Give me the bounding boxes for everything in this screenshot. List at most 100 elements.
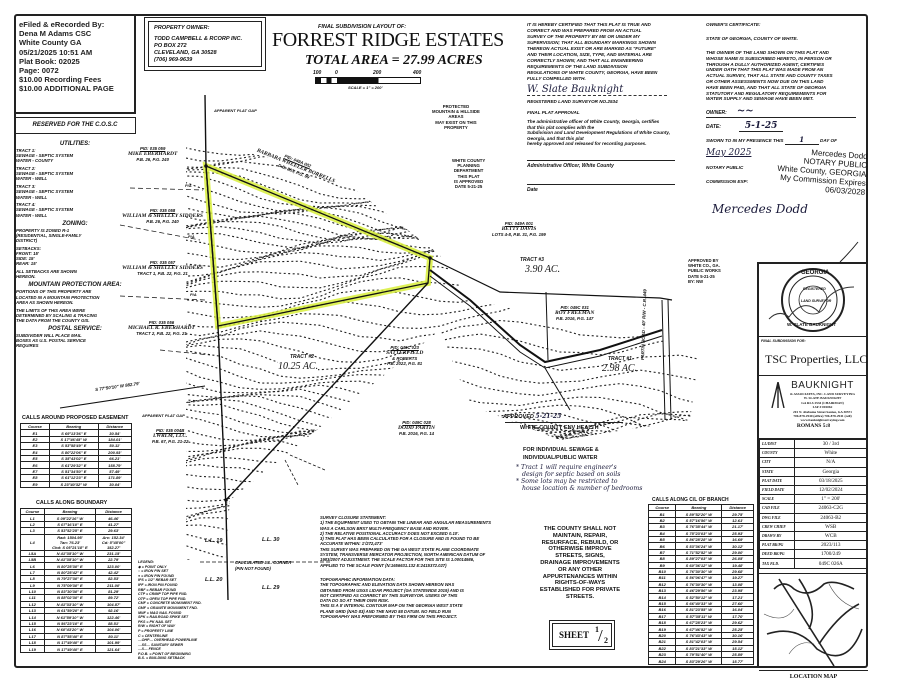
notary-signature: Mercedes Dodd (712, 202, 808, 216)
info-label: CITY (759, 457, 795, 468)
table-cell: 30.54' (97, 429, 133, 437)
survey-note-line: ACCURATE WITHIN: 1'/272,473' (320, 541, 383, 547)
survey-note-line: 3) THIS PLAT HAS BEEN CALCULATED FOR A C… (320, 536, 480, 542)
survey-note-line: 1983/2007 ADJUSTMENT. THE SCALE FACTOR F… (320, 557, 475, 563)
signature-stroke (839, 241, 859, 263)
table-cell: 121.64' (95, 645, 132, 653)
note-line: REAR: 15' (16, 261, 37, 267)
map-label-line: P.B. 2016, P.G. 14 (399, 431, 434, 437)
table-cell: S 53°52'25" E (43, 527, 97, 535)
client-box: FINAL SUBDIVISION FOR: TSC Properties, L… (759, 337, 868, 376)
note-line: TRACT 4: (16, 202, 36, 208)
note-line: TRACT 3: (16, 184, 36, 190)
table-cell-line: Cd: 5°48'00" (101, 539, 126, 545)
note-line: DISTRICT) (16, 238, 38, 244)
table-cell: E4 (20, 448, 50, 456)
legend-item: PKS = PK NAIL SET (138, 619, 172, 624)
survey-note-line: THE TOPOGRAPHIC AND ELEVATION DATA SHOWN… (320, 582, 455, 588)
scale-label: SCALE = 1" = 200' (348, 85, 383, 90)
note-line: (RESIDENTIAL, SINGLE-FAMILY (16, 232, 82, 238)
surveyor-seal-icon (768, 268, 855, 332)
note-line: DETERMINED BY SCALING & TRACING (16, 312, 98, 318)
tract2-label: TRACT #2 (290, 354, 314, 360)
contour-line (186, 221, 700, 244)
survey-note-line: 1) THE EQUIPMENT USED TO OBTAIN THE LINE… (320, 520, 491, 526)
recording-line: White County GA (19, 38, 82, 48)
cert-line: THEREON ACTUAL EXIST OR ARE MARKED AS "F… (527, 46, 657, 51)
info-label: PLAT BK/PG (759, 540, 795, 551)
county-line: APPURTENANCES WITHIN (542, 573, 618, 580)
info-value: 12/02/2024 (793, 484, 869, 496)
commission-label: COMMISSION EXP: (706, 179, 749, 184)
cert-line: FULLY COMPELLED WITH. (527, 76, 586, 81)
contour-line (186, 211, 700, 253)
table-cell-line: Arc: 152.34' (102, 534, 125, 540)
map-label-line: PID: 035 004B (155, 428, 185, 433)
note-heading: MOUNTAIN PROTECTION AREA: (28, 282, 122, 289)
corner-pointer (284, 454, 326, 486)
table-cell: B24 (647, 657, 677, 665)
map-label-line: MICHAEL R. EBERHARDT (128, 325, 195, 332)
corner-pin-icon (224, 498, 228, 502)
contour-line (186, 349, 700, 405)
recording-line: $10.00 ADDITIONAL PAGE (19, 84, 114, 94)
table-cell-line: Chd: S 05°21'18" E (52, 544, 88, 550)
contour-line (186, 430, 700, 491)
map-label-line: ROY FREEMAN (555, 310, 595, 317)
easement-table-title: CALLS AROUND PROPOSED EASEMENT (22, 415, 129, 421)
county-line: STREETS. (565, 593, 595, 600)
cert-line: CORRECTLY SHOWN; AND THAT ALL ENGINEERIN… (527, 58, 644, 63)
scale-bar: 100 0 200 400 SCALE = 1" = 200' (313, 70, 423, 94)
map-label-line: AREAS (448, 114, 464, 120)
info-value: White (793, 448, 869, 459)
contour-line (186, 201, 700, 261)
table-cell: 171.89' (97, 474, 133, 482)
county-line: ESTABLISHED FOR PRIVATE (539, 587, 621, 594)
map-label-line: PROPERTY (444, 124, 468, 130)
contour-line (186, 421, 700, 483)
location-map-graphic (763, 578, 863, 667)
info-value: 049C 026A (793, 558, 869, 569)
table-cell: E1 (20, 429, 50, 437)
info-value: WCB (793, 530, 869, 542)
plat-gap-arrows (119, 187, 211, 356)
note-line: TRACT 2: (16, 166, 36, 172)
land-lot-19: L.L. 19 (205, 538, 223, 544)
note-line: ALL SETBACKS ARE SHOWN (16, 269, 77, 275)
table-cell: E8 (20, 474, 50, 482)
plat-border (14, 14, 868, 668)
note-heading: POSTAL SERVICE: (48, 326, 102, 333)
final-approval-text: The administrative officer of White Coun… (527, 119, 670, 147)
boundary-table-title: CALLS ALONG BOUNDARY (36, 500, 108, 506)
road-right-of-way-2 (667, 299, 672, 421)
map-label-line: DEPARTMENT (453, 168, 484, 174)
public-works-line: APPROVED BY (688, 258, 719, 263)
legend-item: B.S. = BUILDING SETBACK (138, 656, 185, 661)
contour-line (186, 395, 700, 456)
road-easement-line-2 (429, 275, 663, 369)
pa-label: P/A (185, 183, 192, 188)
sheet-slash: / (598, 626, 603, 645)
day-of-label: DAY OF (820, 138, 837, 143)
map-label-line: IS APPROVED (453, 178, 484, 184)
scale-tick: 400 (413, 70, 422, 76)
table-cell-line: Tan: 76.23' (59, 539, 81, 545)
location-map-label: LOCATION MAP (759, 669, 868, 684)
public-works-line: DATE 5-21-25 (688, 273, 715, 279)
